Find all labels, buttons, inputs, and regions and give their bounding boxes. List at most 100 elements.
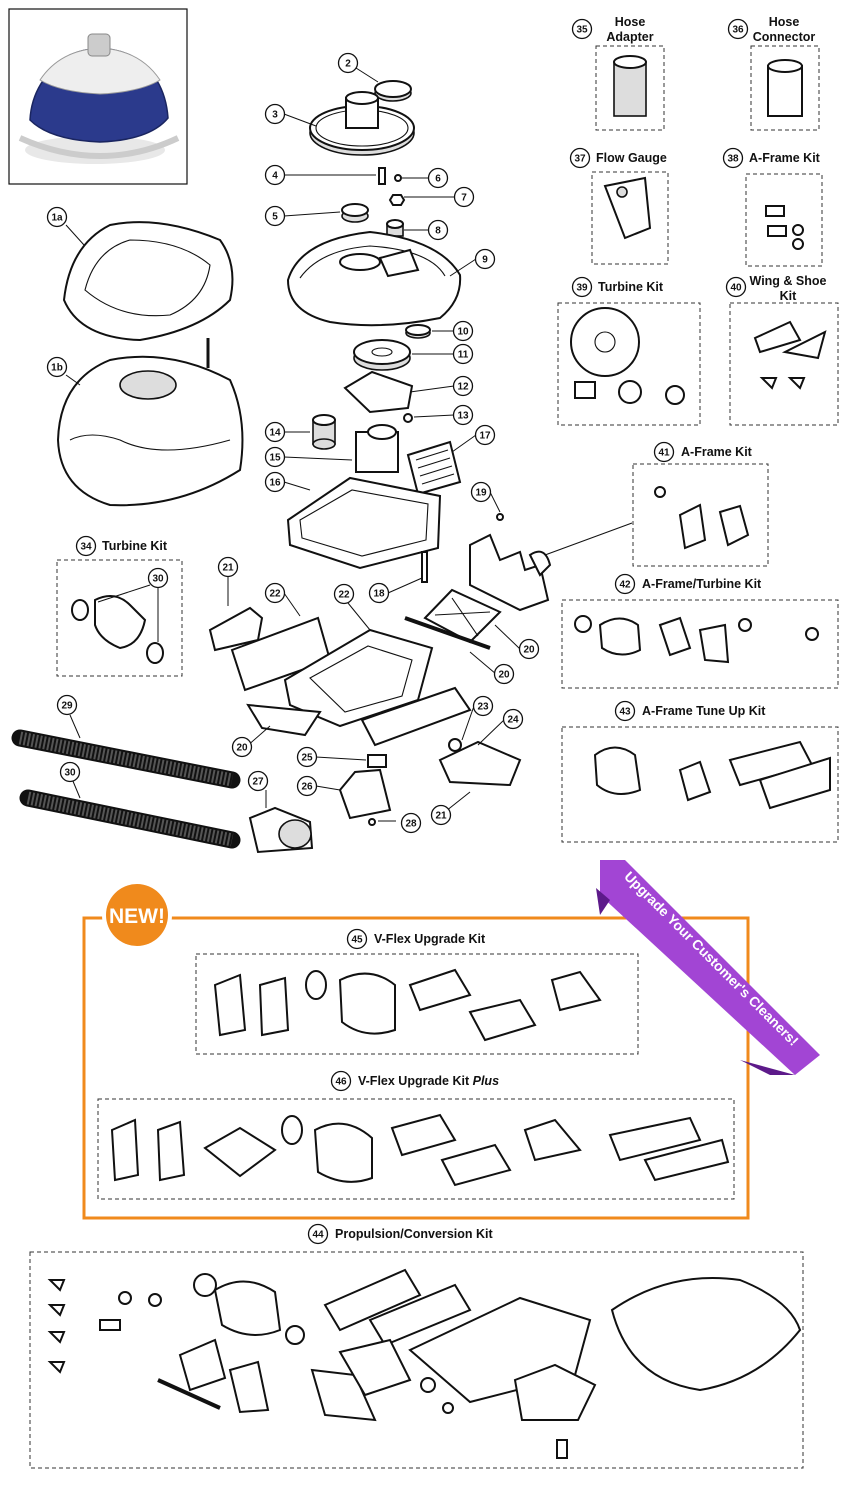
callout-14: 14 xyxy=(264,421,286,443)
part-21-axle xyxy=(404,616,491,650)
callout-31: 29 xyxy=(56,694,78,716)
part-28-bracket xyxy=(338,768,392,820)
callout-label: 11 xyxy=(458,350,469,361)
callout-2: 2 xyxy=(337,52,359,74)
kit-41-box xyxy=(632,463,769,567)
kit-number: 36 xyxy=(732,25,744,36)
callout-label: 3 xyxy=(272,110,278,121)
part-17-grille xyxy=(406,440,462,496)
kit-40-wing-shoe-kit xyxy=(753,320,827,390)
kit-number: 39 xyxy=(576,283,588,294)
kit-39-box xyxy=(557,302,701,426)
callout-26: 24 xyxy=(502,708,524,730)
callout-10: 10 xyxy=(452,320,474,342)
kit-name: A-Frame/Turbine Kit xyxy=(642,577,762,591)
callout-label: 14 xyxy=(269,428,281,439)
callout-label: 20 xyxy=(523,645,535,656)
part-11-turbine-gear xyxy=(353,339,411,371)
callout-13: 13 xyxy=(452,404,474,426)
callout-19: 19 xyxy=(470,481,492,503)
callout-label: 16 xyxy=(269,478,281,489)
callout-label: 12 xyxy=(457,382,469,393)
kit-45-box xyxy=(195,953,639,1055)
kit-37-flow-gauge xyxy=(603,176,652,240)
part-22-wing xyxy=(208,606,264,652)
callout-24: 22 xyxy=(333,583,355,605)
callout-label: 6 xyxy=(435,174,441,185)
callout-label: 28 xyxy=(405,819,417,830)
callout-20: 20 xyxy=(518,638,540,660)
kit-name: Wing & Shoe xyxy=(750,274,827,288)
part-1a-top-cover xyxy=(62,221,234,342)
kit-46-box xyxy=(97,1098,735,1200)
callout-label: 8 xyxy=(435,226,441,237)
callout-label: 23 xyxy=(477,702,489,713)
kit-name: Flow Gauge xyxy=(596,151,667,165)
kit-number: 45 xyxy=(351,935,363,946)
kit-number: 44 xyxy=(312,1230,324,1241)
callout-label: 24 xyxy=(507,715,519,726)
kit-44-box xyxy=(29,1251,804,1469)
kit-name: V-Flex Upgrade Kit xyxy=(374,932,486,946)
callout-label: 7 xyxy=(461,193,467,204)
callout-label: 9 xyxy=(482,255,488,266)
kit-38-a-frame-kit xyxy=(765,205,804,250)
part-15-turbine-housing xyxy=(355,424,399,473)
kit-number: 42 xyxy=(619,580,631,591)
kit-labels: 34 Turbine Kit 35 Hose Adapter 36 Hose C… xyxy=(75,15,827,1245)
upgrade-frame xyxy=(82,916,750,1220)
part-8-bushing xyxy=(386,219,404,237)
kit-name-2: Adapter xyxy=(606,30,653,44)
part-9-top-housing xyxy=(286,230,462,327)
kit-name: Propulsion/Conversion Kit xyxy=(335,1227,493,1241)
kit-name: Hose xyxy=(769,15,800,29)
kit-name: Turbine Kit xyxy=(598,280,664,294)
callout-label: 15 xyxy=(269,453,281,464)
callout-33: 30 xyxy=(147,567,169,589)
callout-29: 27 xyxy=(247,770,269,792)
kit-number: 43 xyxy=(619,707,631,718)
callout-28: 26 xyxy=(296,775,318,797)
kit-number: 35 xyxy=(576,25,588,36)
callout-21: 20 xyxy=(493,663,515,685)
callout-32: 30 xyxy=(59,761,81,783)
callout-label: 22 xyxy=(338,590,350,601)
new-badge xyxy=(102,880,172,950)
callout-label: 20 xyxy=(236,743,248,754)
callout-8: 8 xyxy=(427,219,449,241)
callout-label: 20 xyxy=(498,670,510,681)
callout-22: 21 xyxy=(217,556,239,578)
callout-3: 3 xyxy=(264,103,286,125)
kit-name: Turbine Kit xyxy=(102,539,168,553)
part-26-shoe xyxy=(438,740,522,787)
callout-label: 27 xyxy=(252,777,264,788)
kit-name-2: Kit xyxy=(780,289,798,303)
callout-23: 22 xyxy=(264,582,286,604)
callout-label: 4 xyxy=(272,171,278,182)
kit-name: A-Frame Kit xyxy=(681,445,753,459)
part-4-pin xyxy=(378,167,386,185)
kit-41-a-frame-kit xyxy=(654,486,750,550)
part-10-washer xyxy=(405,324,431,339)
callout-label: 1b xyxy=(51,363,63,374)
part-7-nut xyxy=(388,194,406,206)
upgrade-ribbon xyxy=(596,860,820,1075)
part-32-hose xyxy=(19,789,241,849)
callout-1a: 1a xyxy=(46,206,68,228)
kit-34-box xyxy=(56,559,183,677)
callout-label: 10 xyxy=(457,327,469,338)
kit-36-hose-connector xyxy=(767,59,803,117)
part-19-screw xyxy=(496,513,504,521)
part-29-hose-adapter xyxy=(248,806,314,854)
part-13-screw xyxy=(403,413,413,423)
kit-46-v-flex-upgrade-kit-plus xyxy=(110,1113,730,1187)
callout-label: 1a xyxy=(51,213,63,224)
callout-label: 25 xyxy=(301,753,313,764)
part-12-plate xyxy=(343,370,414,414)
kit-name: A-Frame Tune Up Kit xyxy=(642,704,766,718)
new-badge-label: NEW! xyxy=(109,905,165,928)
kit-43-box xyxy=(561,726,839,843)
kit-number: 34 xyxy=(80,542,92,553)
callout-label: 22 xyxy=(269,589,281,600)
